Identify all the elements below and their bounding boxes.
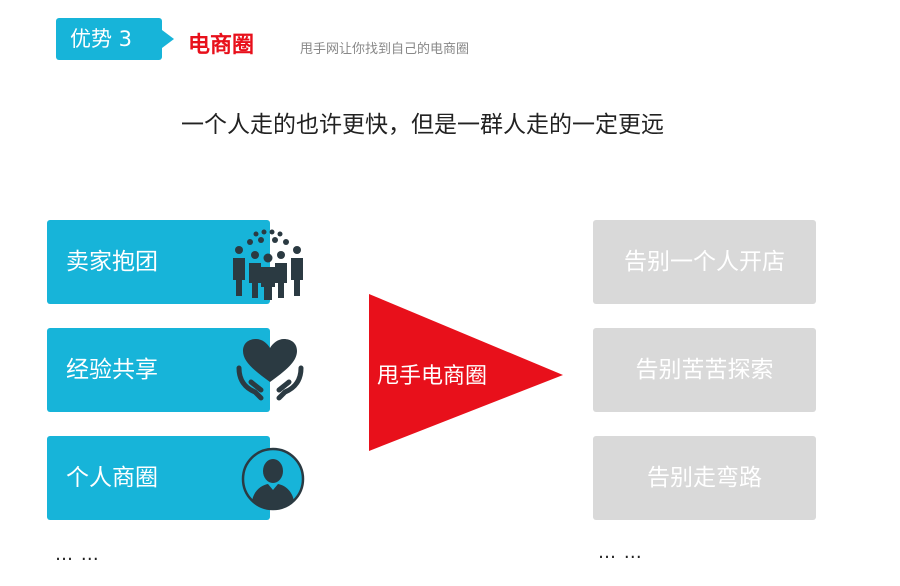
right-item-no-detour: 告别走弯路 <box>593 436 816 520</box>
group-people-icon <box>233 229 303 300</box>
right-item-no-struggle: 告别苦苦探索 <box>593 328 816 412</box>
person-avatar-icon <box>241 447 305 511</box>
section-tag-label: 优势 3 <box>70 27 133 51</box>
section-tag-pointer <box>162 30 174 48</box>
arrow-triangle <box>369 294 563 451</box>
left-item-personal-circle: 个人商圈 <box>47 436 305 520</box>
section-title: 电商圈 <box>188 33 255 58</box>
right-item-no-solo-store: 告别一个人开店 <box>593 220 816 304</box>
slogan: 一个人走的也许更快，但是一群人走的一定更远 <box>181 112 664 138</box>
section-tag: 优势 3 <box>56 18 162 60</box>
left-item-experience-share: 经验共享 <box>47 328 304 412</box>
left-item-label: 卖家抱团 <box>66 249 158 275</box>
left-item-label: 经验共享 <box>66 357 158 383</box>
left-ellipsis: … … <box>55 544 100 565</box>
section-subtitle: 甩手网让你找到自己的电商圈 <box>300 42 470 57</box>
heart-hands-icon <box>236 339 304 401</box>
center-label: 甩手电商圈 <box>377 364 488 389</box>
right-ellipsis: … … <box>598 542 643 563</box>
left-item-seller-group: 卖家抱团 <box>47 220 303 304</box>
left-item-label: 个人商圈 <box>66 465 158 491</box>
